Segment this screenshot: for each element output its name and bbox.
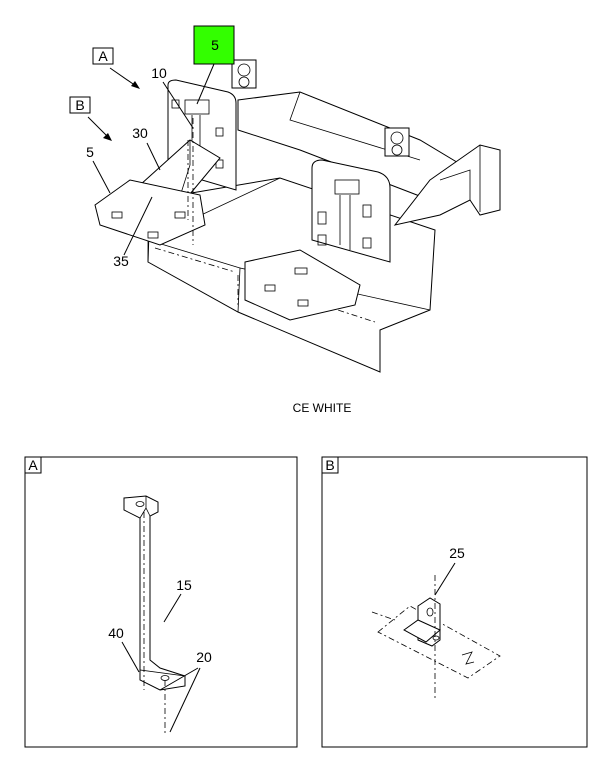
caption-ce-white: CE WHITE [293,401,352,415]
view-flag-b-label: B [75,97,84,113]
bracket-drawing [123,495,186,735]
callout-35: 35 [113,196,153,269]
detail-a-panel: A 15 40 20 [24,456,298,748]
callout-5-highlighted[interactable]: 5 [193,25,235,105]
callout-40-label: 40 [108,625,124,641]
detail-a-tag: A [28,457,38,473]
main-assembly-drawing [94,59,501,373]
callout-35-label: 35 [113,253,129,269]
clip-drawing [371,575,501,700]
detail-b-tag: B [325,457,334,473]
callout-20-label: 20 [196,649,212,665]
callout-10-label: 10 [151,65,167,81]
callout-30-label: 30 [132,125,148,141]
view-flag-a-label: A [98,48,108,64]
callout-5-highlight-label: 5 [211,37,219,53]
callout-5: 5 [86,144,111,194]
callout-30: 30 [132,125,161,171]
callout-25-label: 25 [449,545,465,561]
callout-10: 10 [151,65,194,129]
callout-5-label: 5 [86,144,94,160]
view-flag-b: B [69,96,112,141]
view-flag-a: A [92,47,140,89]
callout-15-label: 15 [176,577,192,593]
detail-b-panel: B 25 [321,456,588,748]
